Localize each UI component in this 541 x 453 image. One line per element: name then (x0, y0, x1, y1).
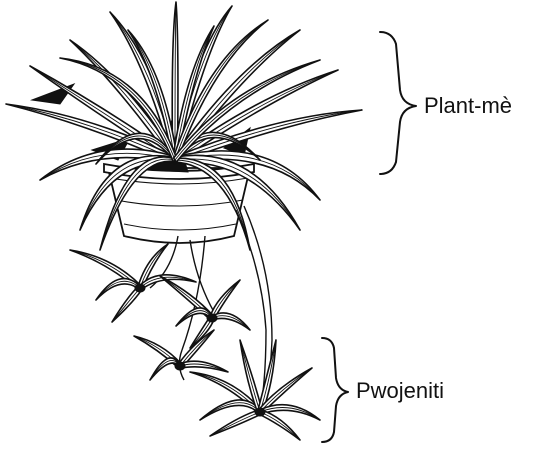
plantlet-crown (207, 314, 217, 322)
label-offshoots: Pwojeniti (356, 380, 444, 402)
brace-parent-plant (380, 32, 416, 174)
plantlet-leaf (211, 313, 250, 330)
offshoot-plantlets (70, 244, 320, 440)
plantlet-crown (255, 408, 265, 416)
plantlet-crown (175, 362, 185, 370)
plantlet-crown (135, 284, 145, 292)
label-parent-plant: Plant-mè (424, 95, 512, 117)
plantlet-leaf-vein (112, 288, 140, 322)
brace-offshoots (322, 338, 348, 442)
plantlet-leaf (180, 361, 228, 372)
